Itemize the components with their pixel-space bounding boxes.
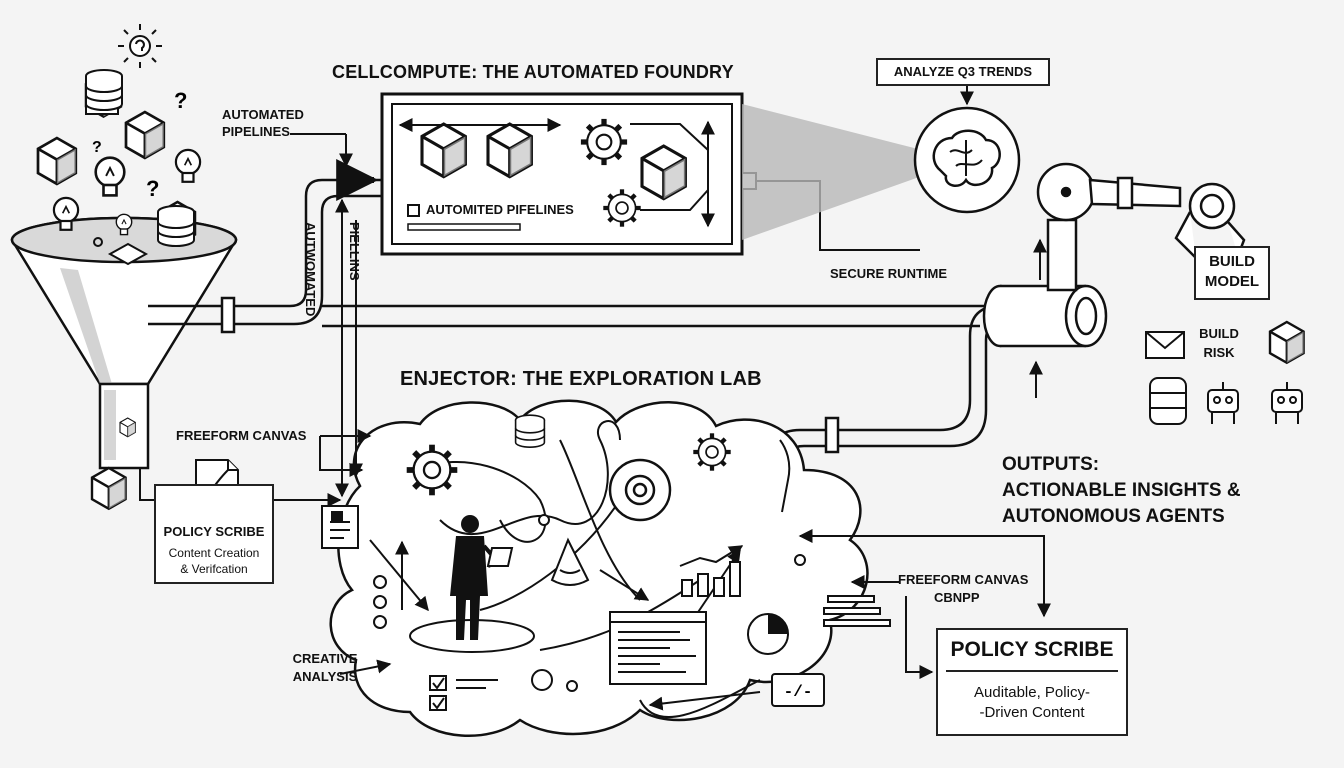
code-tag: -/-	[784, 683, 813, 701]
analyze-prompt: ANALYZE Q3 TRENDS	[893, 64, 1033, 79]
lab-connectors	[139, 198, 1051, 679]
envelope-icon	[1145, 331, 1185, 359]
question-icon: ?	[146, 176, 159, 201]
foundry-inner-label: AUTOMITED PIFELINES	[426, 202, 574, 217]
cube-icon	[420, 122, 467, 179]
gear-icon	[407, 445, 458, 496]
question-icon: ?	[174, 88, 187, 113]
outputs-line-3: AUTONOMOUS AGENTS	[1002, 506, 1225, 527]
policy-scribe-small-line1: Content Creation	[168, 546, 260, 560]
lab-title: ENJECTOR: THE EXPLORATION LAB	[400, 368, 762, 390]
policy-scribe-large-card	[936, 628, 1128, 736]
lightbulb-icon	[94, 156, 126, 197]
cube-icon	[1268, 320, 1305, 364]
outputs-heading: OUTPUTS:	[1002, 454, 1100, 475]
foundry-box	[380, 92, 920, 256]
projection-beam	[742, 104, 922, 240]
gear-icon	[603, 189, 640, 226]
database-icon	[157, 205, 195, 247]
vertical-pipelines-label-1: AUTWOMATED	[303, 222, 318, 317]
freeform-canvas-right: FREEFORM CANVAS	[898, 572, 1029, 587]
robot-icon	[1271, 382, 1303, 424]
build-model-label: BUILD MODEL	[1204, 253, 1260, 290]
cube-icon	[36, 136, 78, 186]
database-icon	[514, 414, 546, 449]
outputs-line-2: ACTIONABLE INSIGHTS &	[1002, 480, 1241, 501]
robot-arm-icon	[1036, 162, 1246, 292]
code-window	[609, 611, 707, 685]
secure-runtime-label: SECURE RUNTIME	[830, 266, 948, 281]
code-tag-box	[771, 673, 825, 707]
database-icon	[85, 69, 123, 111]
build-risk-label: BUILD RISK	[1199, 326, 1239, 360]
policy-scribe-large-line2: -Driven Content	[979, 704, 1085, 721]
build-model-box	[1194, 246, 1270, 300]
creative-analysis-label: CREATIVE ANALYSIS	[292, 651, 358, 684]
cube-icon	[90, 466, 127, 510]
vertical-pipelines-label-2: PIELLINS	[347, 222, 362, 281]
checklist-icon	[429, 675, 498, 711]
question-icon: ?	[92, 139, 102, 156]
cube-icon	[119, 417, 136, 438]
lightbulb-icon	[174, 148, 202, 183]
foundry-title: CELLCOMPUTE: THE AUTOMATED FOUNDRY	[332, 62, 734, 82]
policy-scribe-large-line1: Auditable, Policy-	[974, 684, 1090, 701]
idea-sun-icon	[118, 24, 162, 68]
robot-icon	[1207, 382, 1239, 424]
analyze-prompt-box	[876, 58, 1050, 86]
gear-icon	[581, 119, 627, 165]
target-icon	[608, 458, 672, 522]
freeform-canvas-left: FREEFORM CANVAS	[176, 428, 307, 443]
document-icon	[321, 505, 359, 549]
gear-icon	[693, 433, 730, 470]
brain-icon	[913, 106, 1021, 214]
cone-icon	[550, 537, 590, 586]
pipe-network	[148, 178, 1108, 533]
cbnpp-label: CBNPP	[934, 590, 980, 605]
person-laptop-icon	[409, 515, 535, 653]
policy-divider	[946, 670, 1118, 672]
cube-icon	[640, 144, 687, 201]
automated-pipelines-label: AUTOMATED PIPELINES	[222, 107, 304, 139]
list-icon	[823, 595, 891, 627]
policy-scribe-small-title: POLICY SCRIBE	[163, 524, 265, 539]
pie-chart-icon	[747, 613, 789, 655]
lab-flow-lines	[419, 420, 761, 719]
option-dots	[373, 575, 578, 692]
policy-scribe-large-title: POLICY SCRIBE	[950, 638, 1114, 661]
policy-scribe-small-line2: & Verifcation	[180, 562, 248, 576]
chart-icon	[679, 545, 744, 597]
cube-icon	[486, 122, 533, 179]
policy-scribe-small-card	[154, 484, 274, 584]
cube-icon	[124, 110, 166, 160]
server-icon	[1149, 377, 1187, 425]
